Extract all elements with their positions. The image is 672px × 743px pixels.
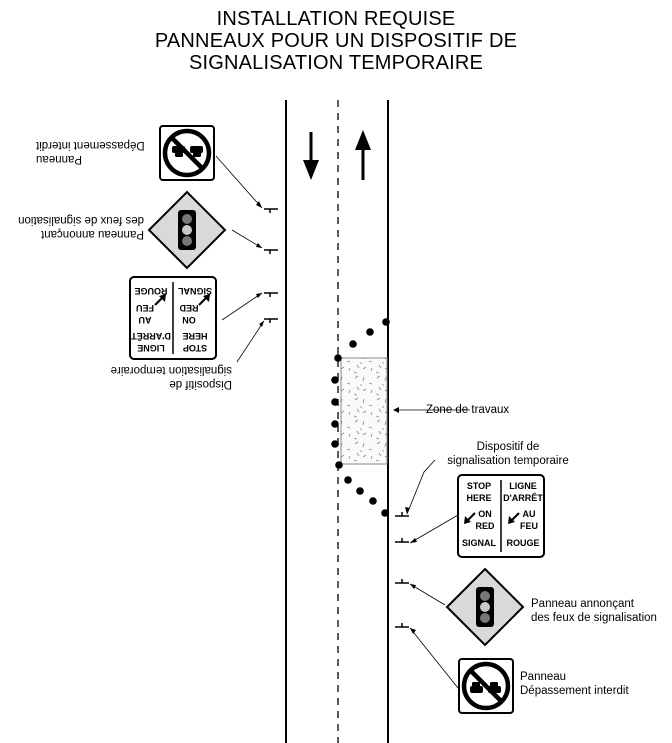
- channelizing-dot: [331, 398, 339, 406]
- work-zone-label: Zone de travaux: [426, 404, 510, 416]
- signal-ahead-sign-left: [147, 190, 227, 270]
- title-line-3: SIGNALISATION TEMPORAIRE: [188, 52, 484, 74]
- no-passing-sign-right: [458, 658, 514, 714]
- channelizing-dot: [381, 509, 389, 517]
- signal-ahead-label-left: Panneau annonçant des feux de signalisat…: [6, 213, 144, 241]
- sign-text: FEU: [520, 521, 538, 531]
- leader-line: [409, 514, 459, 544]
- channelizing-dot: [331, 440, 339, 448]
- sign-post: [264, 318, 278, 323]
- channelizing-dot: [335, 461, 343, 469]
- sign-text: STOP: [467, 481, 491, 491]
- sign-text: ROUGE: [506, 538, 539, 548]
- work-zone-area: [340, 357, 388, 465]
- signal-ahead-sign-right: [445, 567, 525, 647]
- channelizing-dot: [356, 487, 364, 495]
- channelizing-dot: [344, 476, 352, 484]
- left-sign-posts: [264, 208, 278, 323]
- signal-device-label-right-line1: Dispositif de: [476, 441, 540, 453]
- channelizing-dot: [331, 376, 339, 384]
- right-sign-posts: [395, 512, 409, 628]
- leader-line: [409, 627, 459, 689]
- channelizing-dot: [382, 318, 390, 326]
- sign-text: RED: [475, 521, 495, 531]
- sign-post: [264, 208, 278, 213]
- sign-text: D'ARRÊT: [503, 492, 543, 503]
- signal-ahead-label-left-line2: des feux de signalisation: [18, 214, 144, 226]
- sign-post: [395, 579, 409, 584]
- channelizing-dot: [334, 354, 342, 362]
- diagram-title: INSTALLATION REQUISE PANNEAUX POUR UN DI…: [0, 8, 672, 74]
- sign-text: ON: [182, 315, 196, 325]
- channelizing-dot: [369, 497, 377, 505]
- sign-text: SIGNAL: [178, 286, 213, 296]
- leader-line: [215, 155, 263, 209]
- southbound-arrow: [303, 132, 319, 180]
- sign-text: HERE: [182, 331, 207, 341]
- sign-text: FEU: [136, 303, 154, 313]
- sign-post: [395, 623, 409, 628]
- signal-ahead-label-right: Panneau annonçant des feux de signalisat…: [531, 597, 657, 625]
- sign-post: [395, 538, 409, 543]
- signal-device-label-left-line1: Dispositif de: [169, 378, 232, 390]
- signal-device-label-left: Dispositif de signalisation temporaire: [92, 363, 232, 391]
- channelizing-dot: [331, 420, 339, 428]
- sign-text: AU: [523, 509, 536, 519]
- no-passing-label-left-line1: Panneau: [36, 153, 83, 165]
- no-passing-label-left-line2: Dépassement interdit: [36, 139, 145, 151]
- no-passing-label-left: Panneau Dépassement interdit: [36, 138, 146, 166]
- leader-lines: [215, 155, 470, 689]
- sign-post: [395, 512, 409, 517]
- sign-text: LIGNE: [509, 481, 537, 491]
- sign-post: [264, 249, 278, 254]
- sign-text: LIGNE: [137, 343, 165, 353]
- stop-here-sign-right: STOP HERE ON RED SIGNAL LIGNE D'ARRÊT AU…: [457, 474, 545, 558]
- no-passing-label-right-line1: Panneau: [520, 671, 567, 683]
- leader-line: [221, 292, 263, 321]
- channelizing-dots: [331, 318, 390, 517]
- channelizing-dot: [349, 340, 357, 348]
- northbound-arrow: [355, 130, 371, 180]
- sign-text: AU: [139, 315, 152, 325]
- signal-device-label-right: Dispositif de signalisation temporaire: [438, 440, 578, 468]
- title-line-1: INSTALLATION REQUISE: [216, 8, 456, 30]
- sign-text: D'ARRÊT: [131, 331, 171, 342]
- signal-ahead-label-left-line1: Panneau annonçant: [41, 228, 144, 240]
- channelizing-dot: [366, 328, 374, 336]
- signal-ahead-label-right-line2: des feux de signalisation: [531, 612, 657, 624]
- leader-line: [406, 459, 436, 515]
- title-line-2: PANNEAUX POUR UN DISPOSITIF DE: [154, 30, 518, 52]
- sign-text: STOP: [183, 343, 207, 353]
- no-passing-sign-left: [159, 125, 215, 181]
- sign-text: SIGNAL: [462, 538, 497, 548]
- no-passing-label-right: Panneau Dépassement interdit: [520, 670, 629, 698]
- sign-text: ROUGE: [134, 286, 167, 296]
- signal-device-label-left-line2: signalisation temporaire: [110, 364, 232, 376]
- sign-text: HERE: [466, 493, 491, 503]
- signal-ahead-label-right-line1: Panneau annonçant: [531, 598, 634, 610]
- leader-line: [236, 320, 265, 363]
- stop-here-sign-left: STOP HERE ON RED SIGNAL LIGNE D'ARRÊT AU…: [129, 276, 217, 360]
- sign-text: RED: [179, 303, 199, 313]
- sign-text: ON: [478, 509, 492, 519]
- sign-post: [264, 292, 278, 297]
- signal-device-label-right-line2: signalisation temporaire: [447, 455, 569, 467]
- no-passing-label-right-line2: Dépassement interdit: [520, 685, 629, 697]
- leader-line: [409, 583, 446, 606]
- leader-arrowheads: [256, 201, 417, 634]
